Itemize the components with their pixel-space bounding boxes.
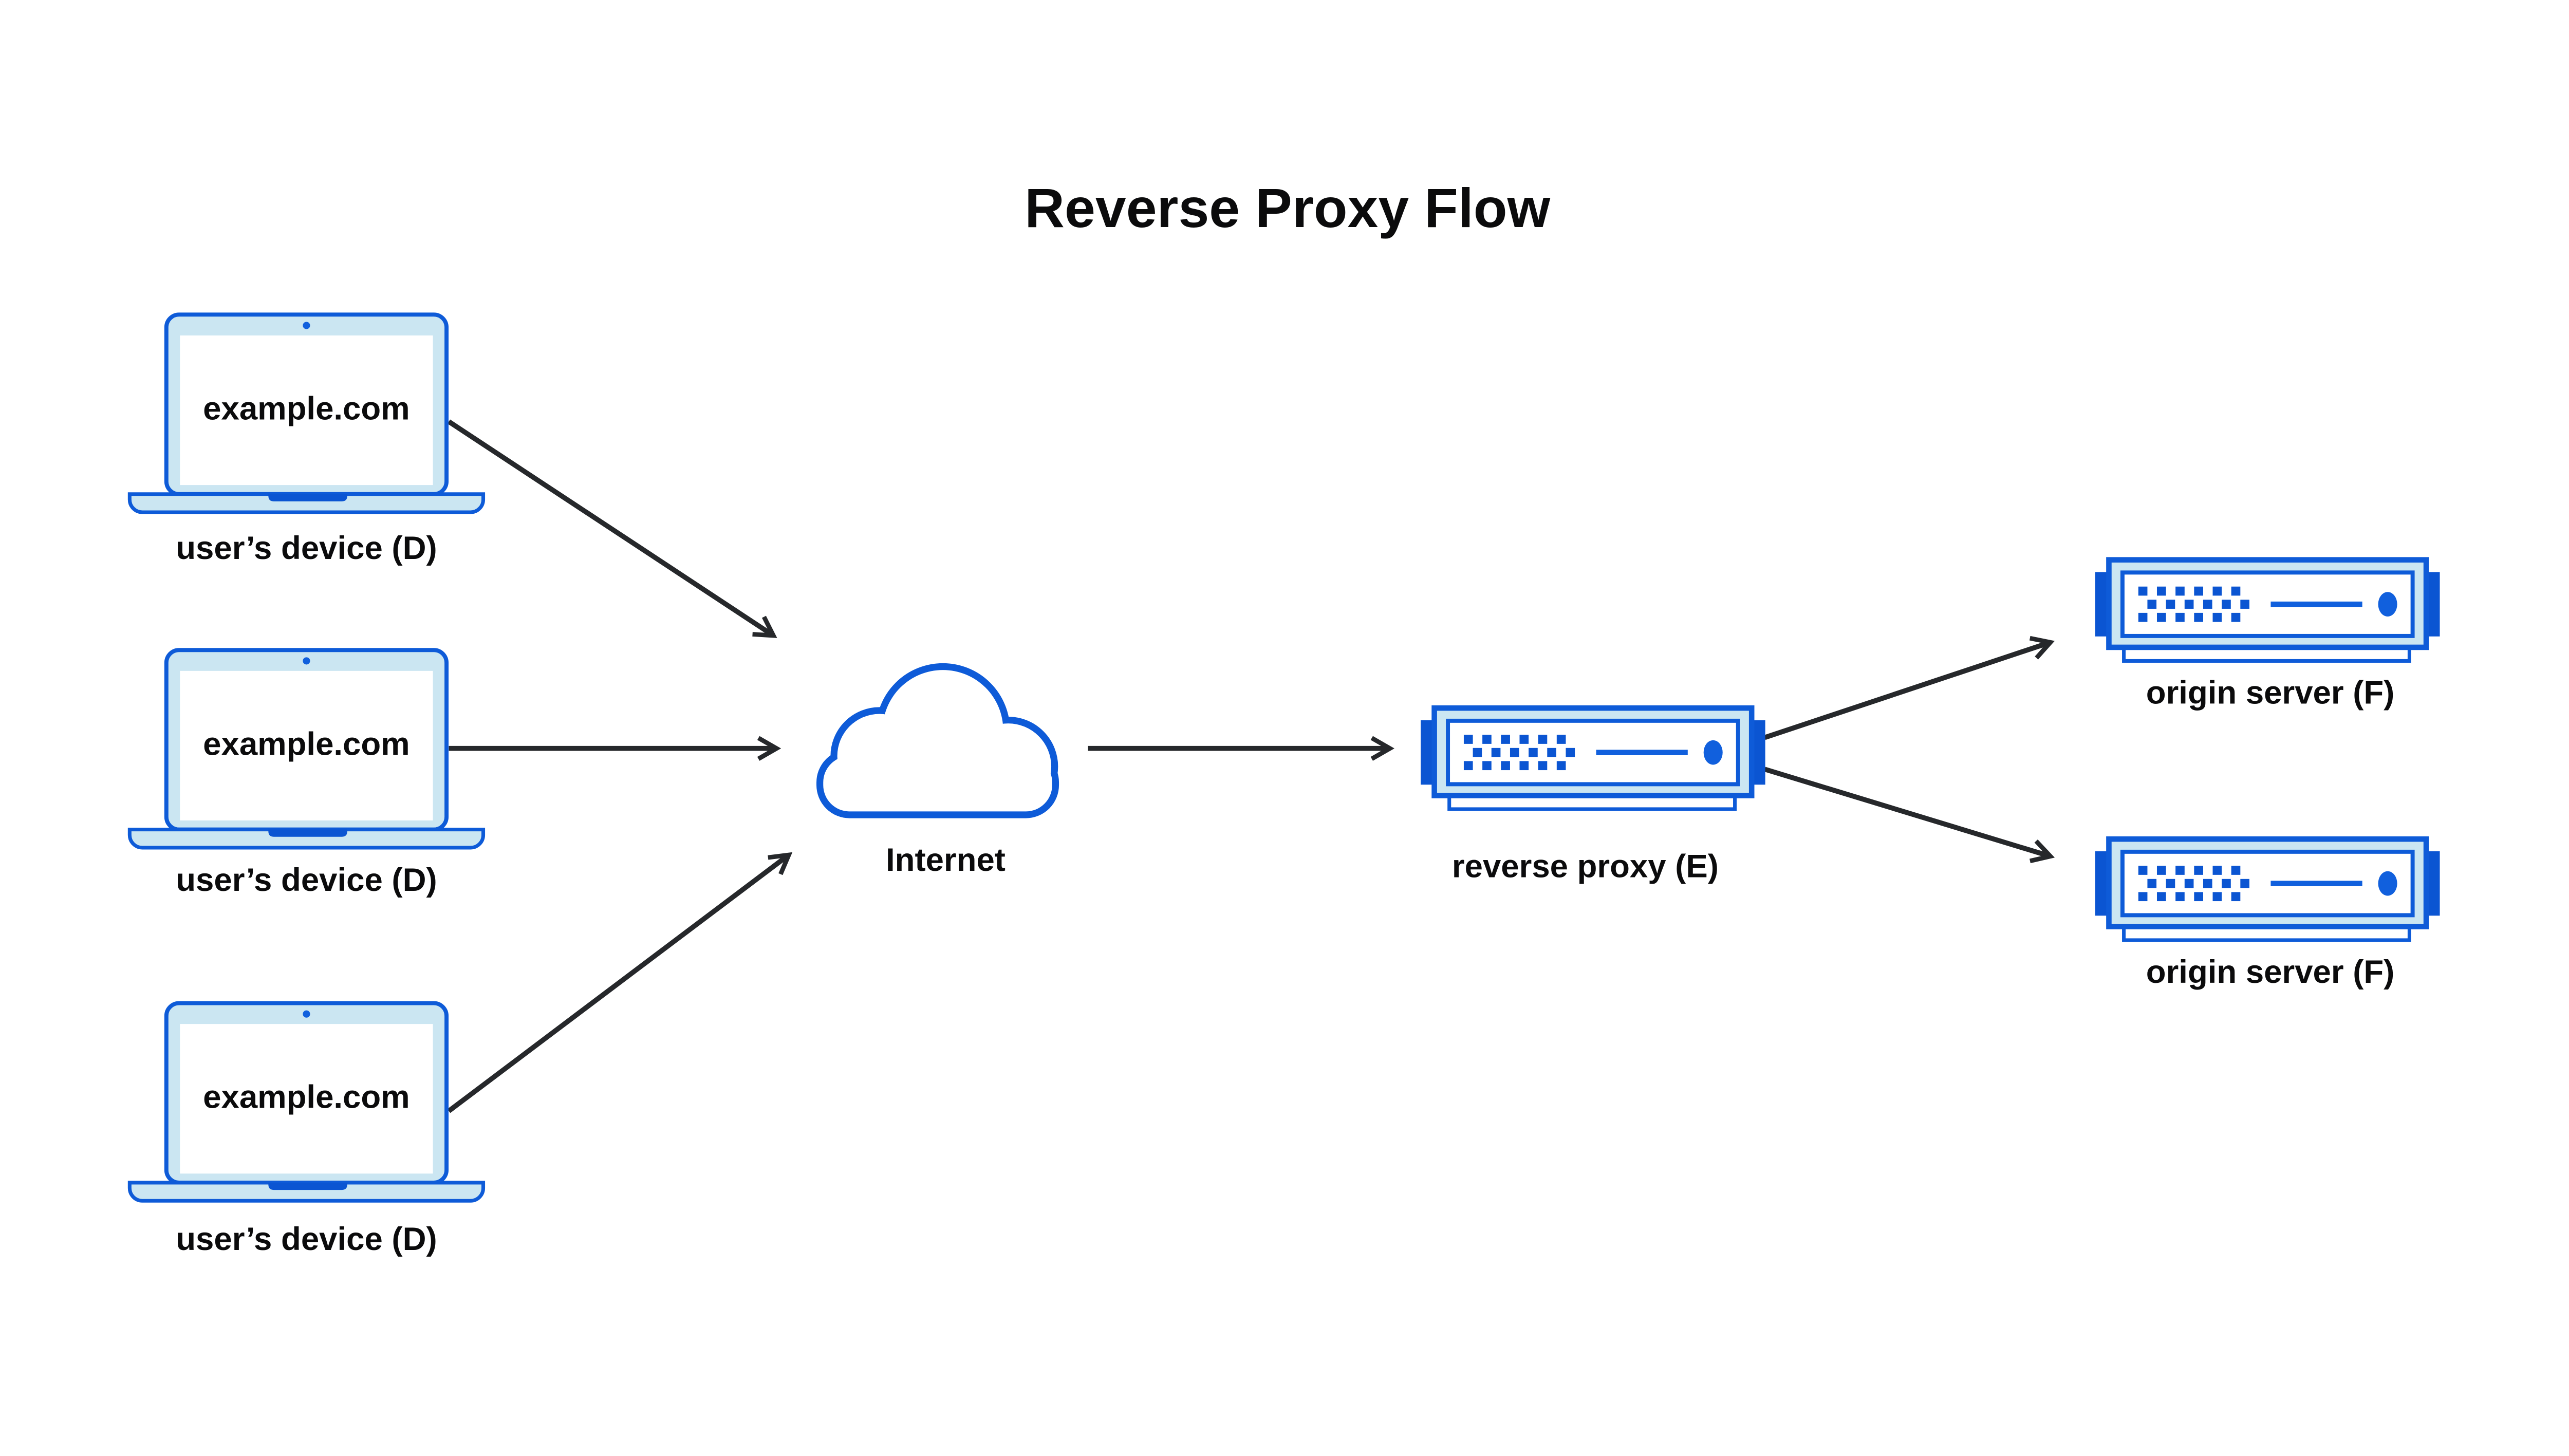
internet-node: Internet — [823, 670, 1052, 878]
origin-server-label: origin server (F) — [2146, 675, 2395, 711]
device-screen-text: example.com — [203, 725, 409, 762]
origin-server-node-1: origin server (F) — [2095, 560, 2440, 711]
origin-server-node-2: origin server (F) — [2095, 839, 2440, 990]
page-title: Reverse Proxy Flow — [1025, 177, 1550, 239]
reverse-proxy-label: reverse proxy (E) — [1452, 848, 1719, 885]
origin-server-icon — [2095, 560, 2440, 661]
device-screen-text: example.com — [203, 1079, 409, 1115]
user-device-label: user’s device (D) — [176, 530, 437, 566]
user-device-node-2: example.com user’s device (D) — [129, 650, 483, 898]
flow-arrows — [447, 419, 2051, 1113]
arrow-proxy-to-origin1 — [1764, 642, 2051, 740]
internet-label: Internet — [886, 842, 1006, 878]
user-device-node-1: example.com user’s device (D) — [129, 314, 483, 566]
arrow-device1-to-internet — [447, 419, 773, 636]
device-screen-text: example.com — [203, 390, 409, 426]
arrow-proxy-to-origin2 — [1764, 767, 2051, 856]
user-device-label: user’s device (D) — [176, 862, 437, 898]
reverse-proxy-node: reverse proxy (E) — [1421, 708, 1765, 885]
reverse-proxy-icon — [1421, 708, 1765, 809]
origin-server-icon — [2095, 839, 2440, 940]
user-device-label: user’s device (D) — [176, 1221, 437, 1257]
origin-server-label: origin server (F) — [2146, 954, 2395, 990]
arrow-device3-to-internet — [447, 855, 789, 1113]
user-device-node-3: example.com user’s device (D) — [129, 1003, 483, 1257]
internet-cloud-icon — [823, 670, 1052, 811]
